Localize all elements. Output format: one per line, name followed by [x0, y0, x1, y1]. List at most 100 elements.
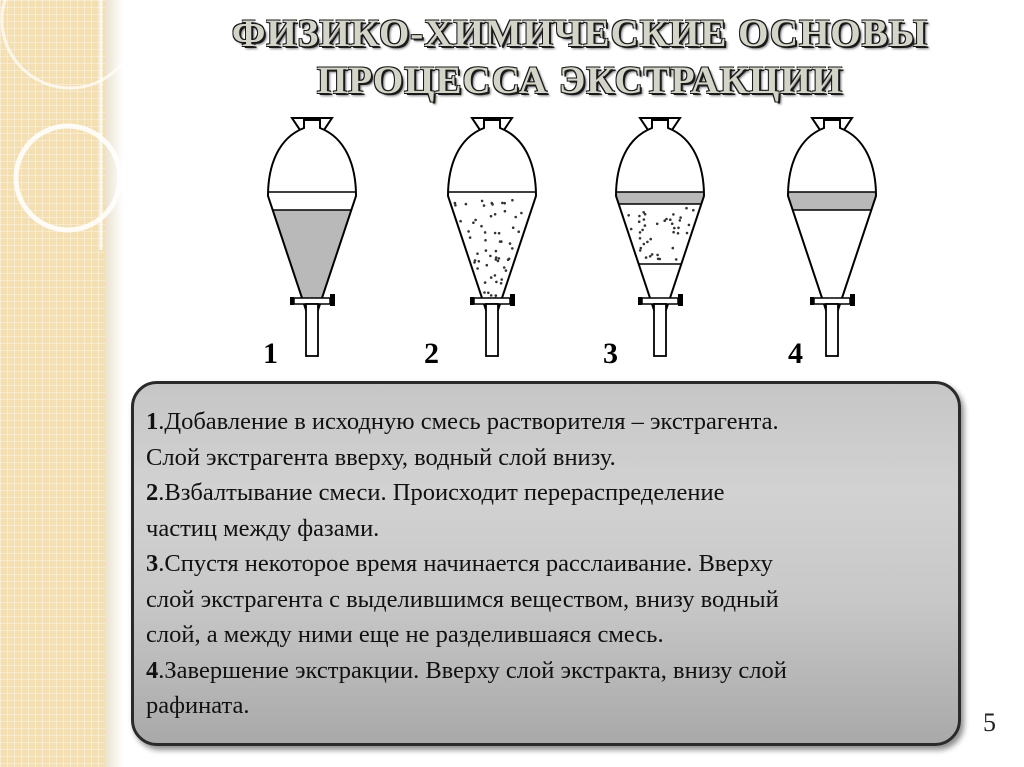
- particle-dot: [641, 228, 644, 232]
- particle-dot: [484, 249, 488, 252]
- particle-dot: [642, 211, 645, 214]
- particle-dot: [483, 231, 487, 234]
- particle-dot: [520, 211, 523, 215]
- particle-dot: [643, 212, 647, 216]
- particle-dot: [476, 252, 479, 255]
- particle-dot: [643, 224, 647, 227]
- particle-dot: [480, 199, 484, 203]
- step-number: 2: [146, 479, 159, 506]
- step-4: 4.Завершение экстракции. Вверху слой экс…: [146, 653, 958, 724]
- particle-dot: [483, 281, 487, 284]
- particle-dot: [503, 209, 507, 213]
- particle-dot: [650, 253, 654, 256]
- particle-dot: [674, 258, 678, 261]
- particle-dot: [477, 260, 481, 263]
- particle-dot: [467, 230, 470, 233]
- particle-dot: [669, 218, 672, 221]
- particle-dot: [493, 274, 497, 277]
- particle-dot: [511, 198, 514, 202]
- funnel-label-3: 3: [603, 337, 618, 370]
- step-number: 4: [146, 656, 159, 684]
- step-text: частиц между фазами.: [146, 514, 380, 542]
- separatory-funnel-2: [446, 117, 538, 357]
- particle-dot: [514, 215, 517, 219]
- funnel-stem: [825, 303, 839, 357]
- particle-dot: [508, 242, 512, 245]
- funnel-label-2: 2: [424, 337, 439, 370]
- step-text: .Добавление в исходную смесь растворител…: [158, 408, 779, 435]
- particle-dot: [644, 256, 648, 259]
- particle-dot: [496, 259, 500, 263]
- separatory-funnel-3: [614, 117, 706, 357]
- particle-dot: [503, 201, 506, 205]
- page-number: 5: [983, 708, 996, 737]
- particle-dot: [685, 231, 689, 235]
- particle-dot: [482, 204, 486, 207]
- particle-dot: [638, 231, 642, 234]
- particle-dot: [685, 206, 688, 210]
- particle-dot: [493, 231, 497, 235]
- particle-dot: [494, 249, 498, 253]
- stopcock-handle: [510, 294, 515, 306]
- particle-dot: [490, 201, 494, 205]
- particle-dot: [504, 269, 508, 272]
- particle-dot: [638, 249, 642, 252]
- particle-dot: [507, 257, 511, 261]
- slide-title-line-2: ПРОЦЕССА ЭКСТРАКЦИИ: [316, 59, 844, 102]
- particle-dot: [495, 280, 498, 284]
- particle-dot: [676, 232, 680, 235]
- particle-dot: [485, 263, 489, 267]
- particle-dot: [511, 226, 515, 229]
- particle-dot: [637, 220, 641, 223]
- step-text: рафината.: [146, 692, 250, 719]
- funnel-stem: [653, 303, 667, 357]
- particle-dot: [511, 247, 514, 250]
- particle-dot: [677, 226, 680, 230]
- particle-dot: [493, 213, 497, 216]
- particle-dot: [671, 246, 675, 250]
- separatory-funnel-1: [266, 117, 358, 357]
- particle-dot: [642, 218, 646, 221]
- particle-dot: [473, 259, 477, 262]
- particle-dot: [642, 242, 646, 246]
- particle-dot: [502, 266, 506, 269]
- separatory-funnel-4: [786, 117, 878, 357]
- particle-dot: [464, 202, 468, 206]
- particle-dot: [497, 257, 501, 260]
- stopcock-handle: [330, 294, 335, 306]
- step-text: слой, а между ними еще не разделившаяся …: [146, 621, 664, 648]
- particle-dot: [655, 222, 659, 226]
- particle-dot: [497, 231, 501, 235]
- steps-description-box: 1.Добавление в исходную смесь растворите…: [131, 381, 961, 746]
- particle-dot: [487, 291, 490, 295]
- particle-dot: [687, 223, 691, 227]
- particle-dot: [670, 222, 674, 225]
- step-text: Слой экстрагента вверху, водный слой вни…: [146, 443, 616, 471]
- particle-dot: [484, 239, 487, 242]
- particle-dot: [656, 253, 659, 257]
- funnel-stem: [485, 303, 499, 357]
- particle-dot: [500, 278, 503, 281]
- particle-dot: [501, 201, 504, 205]
- particle-dot: [646, 240, 649, 244]
- particle-dot: [629, 227, 633, 231]
- particle-dot: [672, 213, 675, 216]
- stopcock-handle: [678, 294, 683, 306]
- particle-dot: [692, 208, 695, 212]
- particle-dot: [459, 219, 462, 223]
- particle-dot: [656, 257, 660, 261]
- stopcock-handle: [850, 294, 855, 306]
- particle-dot: [454, 204, 457, 207]
- particle-dot: [499, 282, 503, 285]
- particle-dot: [480, 224, 483, 228]
- slide-title: ФИЗИКО-ХИМИЧЕСКИЕ ОСНОВЫ ПРОЦЕССА ЭКСТРА…: [150, 10, 1010, 104]
- particle-dot: [672, 230, 675, 234]
- particle-dot: [500, 240, 503, 243]
- particle-dot: [494, 256, 498, 259]
- separatory-funnels-figure: [266, 117, 878, 357]
- particle-dot: [648, 255, 652, 258]
- particle-dot: [673, 226, 676, 230]
- particle-dot: [483, 291, 486, 294]
- particle-dot: [489, 214, 493, 218]
- particle-dot: [627, 214, 630, 217]
